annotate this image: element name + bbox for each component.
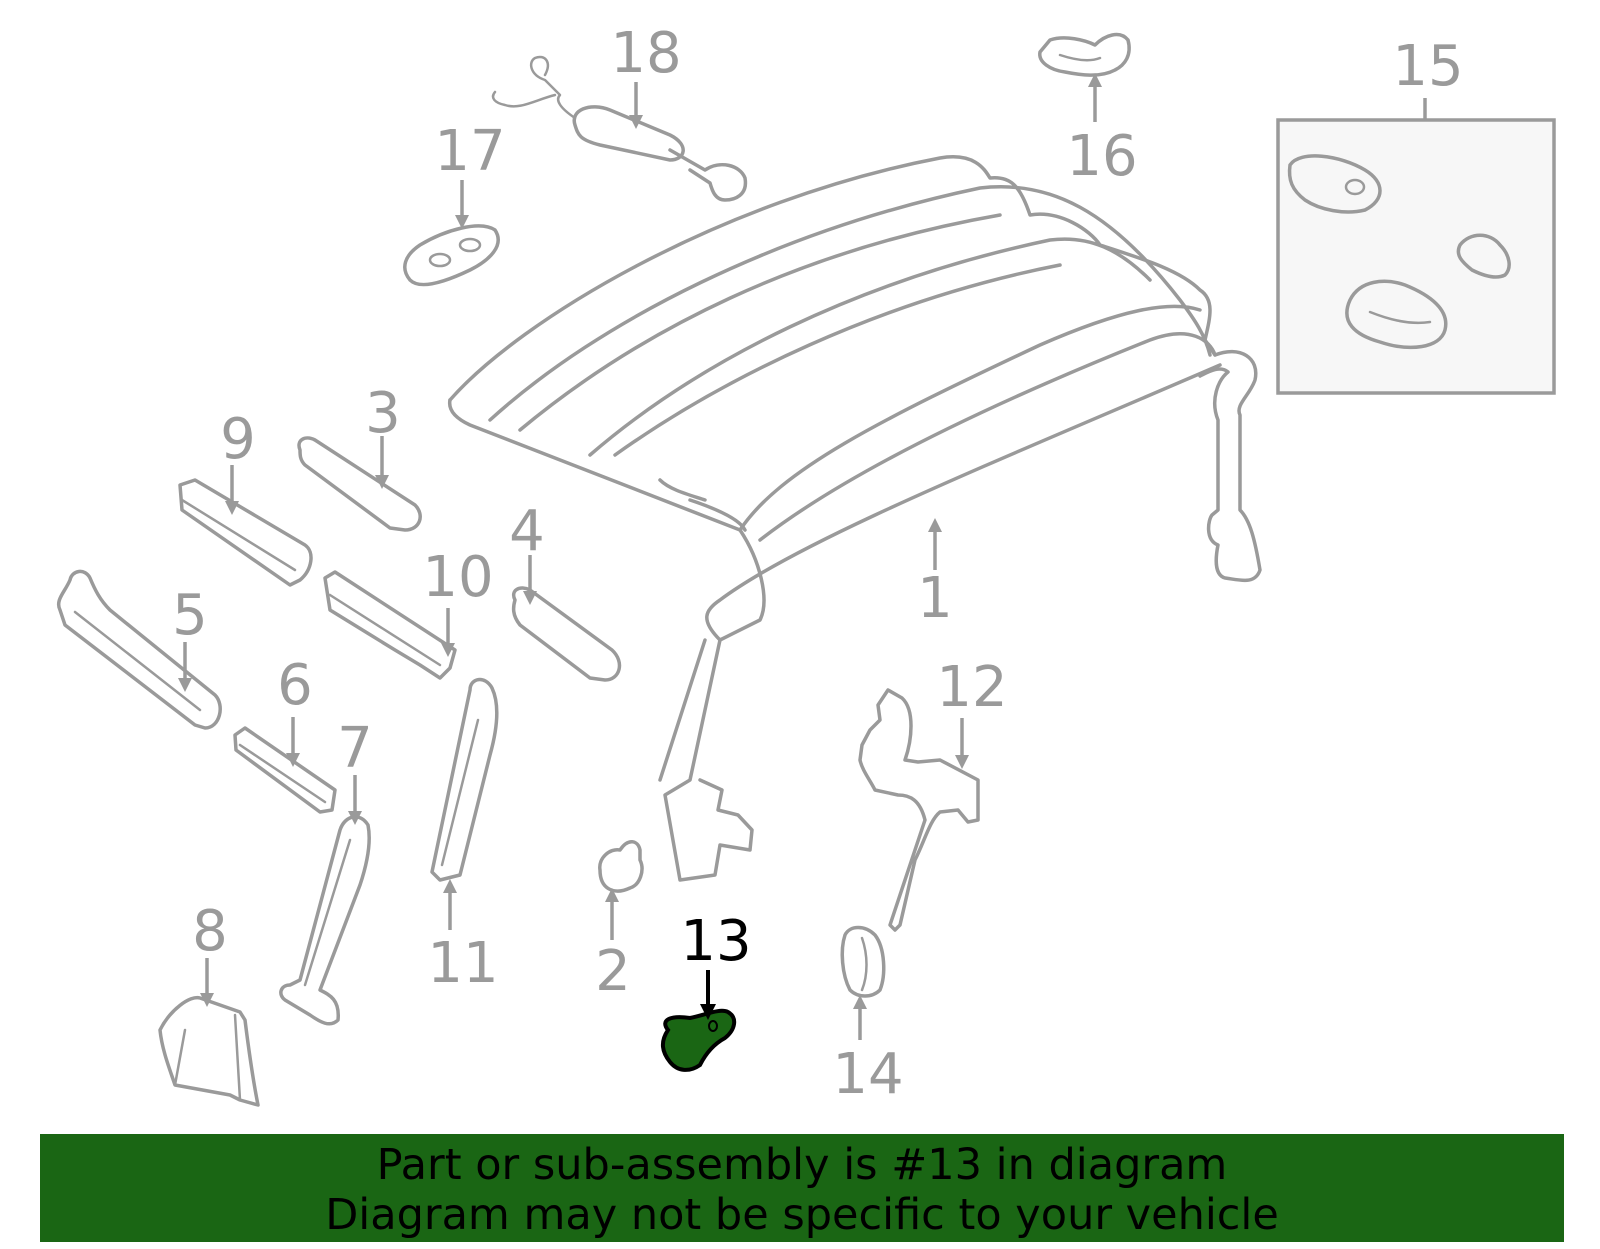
part-18-cable-assembly	[491, 55, 748, 202]
part-14-grommet	[840, 925, 886, 998]
callout-15: 15	[1392, 34, 1463, 99]
part-4-trim	[511, 586, 622, 682]
part-17-bracket	[403, 224, 500, 287]
callout-13: 13	[680, 909, 751, 974]
callout-10: 10	[422, 545, 493, 610]
callout-labels: 1 2 3 4 5 6 7 8 9 10 11 12 13 14 15 16 1…	[172, 21, 1463, 1107]
callout-17: 17	[434, 119, 505, 184]
callout-3: 3	[365, 381, 401, 446]
part-15-kit-box	[1276, 118, 1556, 395]
callout-6: 6	[277, 653, 313, 718]
callout-1: 1	[917, 566, 953, 631]
callout-7: 7	[337, 716, 373, 781]
part-13-highlighted	[661, 1008, 737, 1072]
part-2-clip	[598, 840, 644, 893]
callout-9: 9	[220, 407, 256, 472]
callout-2: 2	[595, 939, 631, 1004]
callout-16: 16	[1066, 124, 1137, 189]
callout-4: 4	[509, 499, 545, 564]
part-12-bracket	[858, 688, 980, 932]
leader-lines	[178, 73, 1427, 1040]
info-banner: Part or sub-assembly is #13 in diagram D…	[40, 1134, 1564, 1242]
banner-line-2: Diagram may not be specific to your vehi…	[325, 1190, 1279, 1240]
part-1-soft-top-frame	[447, 155, 1262, 882]
part-16-latch	[1038, 32, 1131, 77]
part-11-pillar-trim	[430, 677, 499, 882]
part-10-weatherstrip	[323, 570, 457, 680]
callout-18: 18	[610, 21, 681, 86]
part-9-weatherstrip	[178, 478, 313, 587]
banner-line-1: Part or sub-assembly is #13 in diagram	[376, 1140, 1228, 1190]
callout-11: 11	[427, 931, 498, 996]
part-7-pillar-trim	[279, 815, 371, 1026]
part-3-trim	[297, 436, 422, 532]
part-5-trim	[57, 569, 222, 730]
callout-12: 12	[936, 655, 1007, 720]
part-6-trim	[233, 726, 337, 814]
part-8-corner-trim	[158, 995, 260, 1107]
callout-5: 5	[172, 583, 208, 648]
callout-14: 14	[832, 1042, 903, 1107]
callout-8: 8	[192, 899, 228, 964]
